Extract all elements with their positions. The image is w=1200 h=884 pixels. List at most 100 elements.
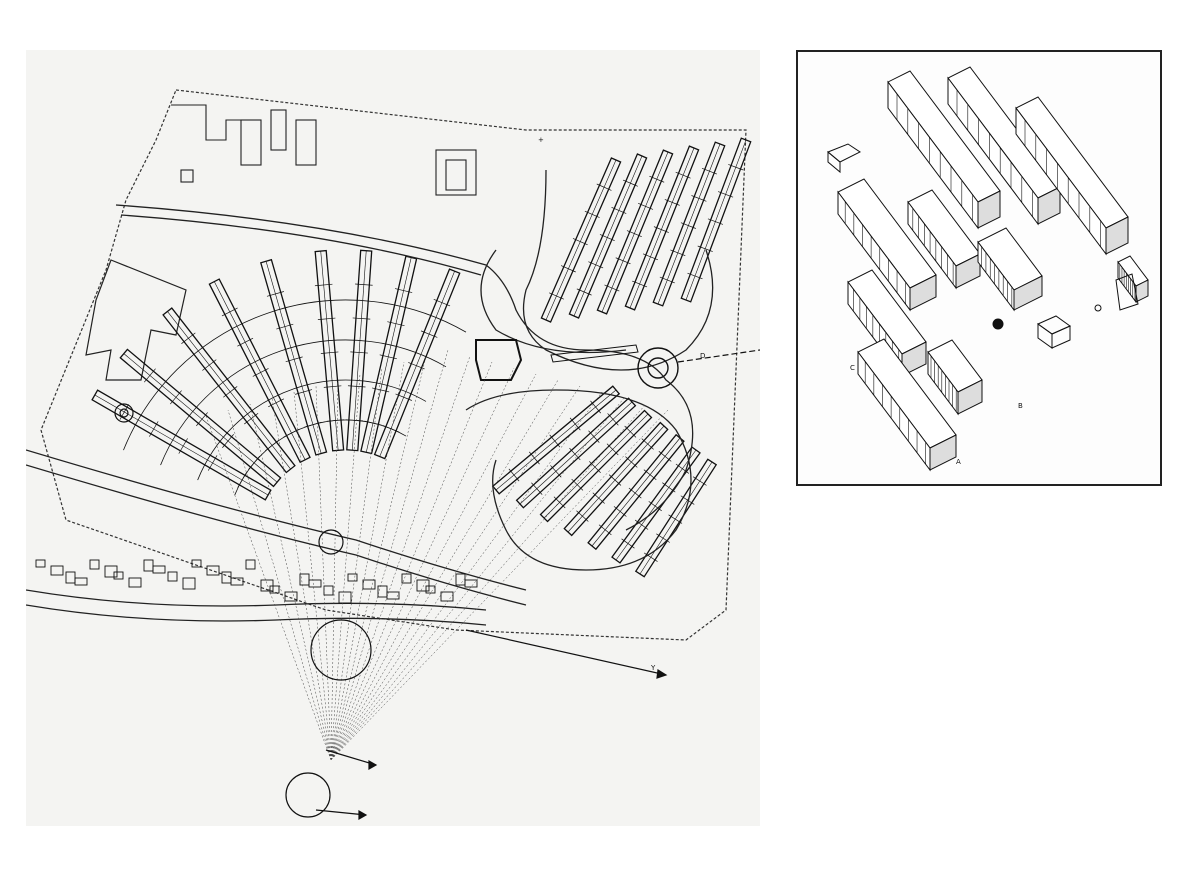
south-house-1 — [35, 559, 46, 568]
east-block-6-tick — [717, 191, 734, 198]
south-street-houses — [35, 559, 478, 604]
fan-block-3 — [162, 307, 296, 474]
sight-line-1 — [205, 415, 332, 761]
fan-block-5-tick — [266, 291, 284, 297]
east-block-6-tick — [687, 272, 703, 280]
se-block-4-tick — [592, 492, 605, 504]
se-block-6-tick — [648, 501, 662, 512]
south-house-5 — [89, 559, 100, 570]
south-house-26 — [362, 579, 376, 590]
sight-line-17 — [330, 379, 559, 761]
fan-block-9-tick — [395, 393, 412, 401]
fan-block-8-tick — [379, 354, 397, 360]
west-marker: D — [700, 352, 705, 360]
axonometric-label-b: B — [1018, 402, 1023, 410]
site-plan-drawing: + D Y — [26, 50, 760, 826]
sight-line-14 — [330, 361, 493, 761]
east-block-2-tick — [611, 206, 627, 214]
fan-block-5 — [259, 258, 328, 456]
axo-block-5-end — [955, 253, 981, 289]
south-house-3 — [65, 571, 76, 584]
sight-line-9 — [330, 367, 383, 761]
fan-block-6-tick — [317, 317, 336, 320]
axonometric-label-a: A — [956, 458, 961, 466]
fan-block-4-tick — [268, 398, 285, 408]
viewpoint-circles — [285, 529, 372, 818]
south-house-15 — [221, 571, 232, 584]
fan-block-9 — [373, 268, 461, 460]
se-block-6-axis — [615, 449, 697, 561]
se-block-2-tick — [531, 482, 543, 495]
east-block-3-tick — [638, 203, 654, 210]
se-block-5-tick — [658, 451, 672, 462]
se-block-1-tick — [590, 400, 601, 414]
se-block-3-axis — [543, 413, 649, 519]
southeast-marker: Y — [650, 664, 656, 672]
south-house-16 — [230, 577, 244, 586]
sight-line-13 — [330, 355, 471, 761]
east-block-6-tick — [728, 164, 744, 171]
south-house-34 — [464, 579, 478, 588]
se-block-1 — [491, 385, 621, 495]
sight-line-12 — [330, 349, 449, 761]
east-block-2-tick — [576, 288, 592, 296]
fan-block-4-tick — [221, 307, 238, 317]
axo-block-2-end — [1037, 186, 1061, 225]
south-house-17 — [245, 559, 256, 570]
north-marker: + — [538, 136, 544, 144]
fan-block-9-axis — [379, 271, 455, 457]
east-block-2-tick — [599, 234, 615, 242]
se-block-7-tick — [656, 533, 670, 543]
east-block-4-axis — [629, 147, 695, 309]
east-block-2-tick — [622, 179, 638, 187]
se-block-3-tick — [606, 443, 619, 456]
east-block-1 — [540, 157, 622, 323]
east-block-3-tick — [604, 284, 620, 292]
site-boundary — [40, 89, 747, 641]
fan-block-1-tick — [178, 438, 188, 454]
fan-block-2-tick — [196, 412, 208, 427]
south-house-9 — [143, 559, 154, 572]
axo-block-10-end — [1135, 279, 1149, 303]
east-block-6-tick — [697, 245, 713, 252]
south-house-23 — [323, 585, 334, 596]
east-block-2 — [568, 153, 648, 319]
south-house-8 — [128, 577, 142, 588]
fan-arc-2 — [197, 379, 427, 481]
east-block-5-tick — [691, 195, 707, 202]
fan-block-8-tick — [371, 387, 390, 393]
east-block-4-tick — [642, 253, 659, 261]
sight-line-15 — [330, 367, 515, 761]
fan-block-6-tick — [320, 351, 339, 354]
fan-block-7-tick — [352, 317, 371, 320]
hatched-path — [550, 344, 639, 363]
se-block-6-tick — [634, 519, 649, 530]
housing-blocks-east — [540, 137, 752, 323]
se-block-4 — [563, 421, 669, 537]
east-block-5-axis — [657, 143, 721, 305]
fan-block-5-tick — [285, 356, 303, 363]
fan-block-4-tick — [252, 368, 269, 377]
se-block-1-tick — [549, 434, 561, 448]
fan-block-6 — [314, 249, 345, 452]
east-block-1-tick — [560, 265, 576, 273]
east-block-4-tick — [632, 280, 648, 288]
south-house-18 — [260, 579, 274, 592]
se-block-4-tick — [625, 456, 638, 468]
fan-block-7 — [346, 249, 373, 452]
fan-block-7-axis — [351, 250, 367, 451]
fan-block-2 — [119, 348, 282, 488]
south-house-4 — [74, 577, 88, 586]
axo-block-3-end — [1105, 216, 1129, 255]
fan-block-7-tick — [355, 283, 373, 286]
fan-block-4 — [208, 278, 311, 464]
fan-block-9-tick — [420, 330, 438, 338]
fan-block-2-axis — [123, 353, 278, 483]
axonometric-objects — [827, 143, 1139, 349]
axonometric-buildings — [837, 66, 1149, 472]
se-block-3-tick — [553, 496, 566, 509]
east-block-4 — [624, 145, 700, 311]
south-house-6 — [104, 565, 118, 578]
se-block-4-tick — [576, 510, 589, 522]
south-house-21 — [299, 573, 310, 586]
